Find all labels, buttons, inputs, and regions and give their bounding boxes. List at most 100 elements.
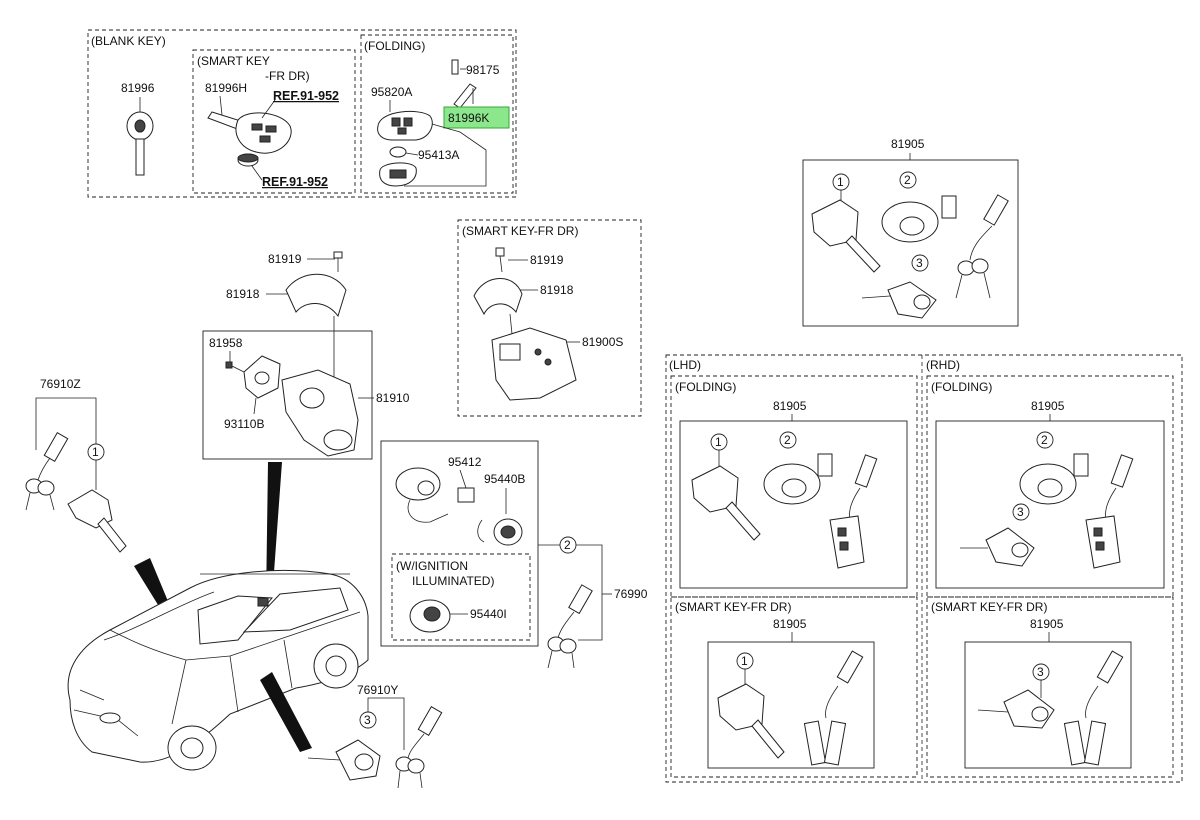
w-ignition-label-2: ILLUMINATED) — [412, 574, 494, 588]
ignition-switch-icon-lhd-fold — [763, 453, 833, 505]
callout-2-lhd-fold[interactable]: 2 — [784, 433, 791, 447]
callout-3-mid[interactable]: 3 — [364, 713, 371, 727]
key-pair-icon-76910Z — [25, 432, 69, 511]
81910-box — [202, 330, 373, 460]
pointer-arrow-76910Y — [260, 672, 312, 752]
smart-key-fr-dr-mid-label: (SMART KEY-FR DR) — [462, 224, 578, 238]
rhd-smart-label: (SMART KEY-FR DR) — [931, 600, 1047, 614]
part-label-76910Z[interactable]: 76910Z — [40, 377, 81, 391]
ignition-switch-icon-rhd-fold — [1019, 453, 1089, 505]
smart-key-fr-dr-mid-box — [457, 219, 642, 417]
blank-key-group-box — [87, 29, 517, 198]
lhd-folding-inner-box — [679, 420, 908, 589]
smart-key-fr-dr-label-2: -FR DR) — [265, 69, 310, 83]
lhd-smart-inner-box — [707, 641, 875, 769]
lhd-smart-box — [670, 596, 918, 778]
door-lock-cylinder-icon-top — [861, 281, 937, 319]
blank-key-group-label: (BLANK KEY) — [91, 34, 166, 48]
callout-1-top[interactable]: 1 — [837, 175, 844, 189]
rhd-smart-box — [926, 596, 1174, 778]
ignition-switch-icon-top — [881, 195, 957, 243]
pointer-arrow-81910 — [266, 462, 282, 602]
part-label-95440I[interactable]: 95440I — [470, 607, 507, 621]
part-label-81958[interactable]: 81958 — [209, 336, 243, 350]
81905-top-box — [802, 159, 1019, 327]
rhd-label: (RHD) — [926, 358, 960, 372]
illuminated-bezel-icon — [409, 599, 451, 633]
shroud-cover-icon-a — [285, 273, 347, 318]
95412-box — [380, 440, 539, 647]
callout-2-top[interactable]: 2 — [904, 173, 911, 187]
battery-icon-95413A — [389, 146, 407, 158]
smart-key-fr-dr-box — [192, 49, 356, 194]
folding-key-icon-lhd — [829, 454, 878, 569]
ignition-cylinder-icon-lhd-smart — [717, 683, 785, 759]
part-label-81905-lhd-fold[interactable]: 81905 — [773, 399, 807, 413]
key-pair-icon-76990 — [547, 584, 593, 669]
part-label-93110B[interactable]: 93110B — [224, 417, 264, 431]
callout-3-top[interactable]: 3 — [916, 256, 923, 270]
ignition-cylinder-icon-lhd-fold — [691, 465, 761, 541]
smart-key-fr-dr-label-1: (SMART KEY — [197, 54, 270, 68]
part-label-95820A[interactable]: 95820A — [371, 85, 412, 99]
rhd-folding-inner-box — [935, 420, 1165, 589]
part-label-81900S[interactable]: 81900S — [582, 335, 623, 349]
part-label-76990[interactable]: 76990 — [614, 587, 648, 601]
screw-icon-a — [333, 251, 343, 272]
ignition-cylinder-icon-top — [811, 199, 881, 273]
part-label-81919-b[interactable]: 81919 — [530, 253, 564, 267]
callout-2-mid[interactable]: 2 — [564, 538, 571, 552]
part-label-81905-rhd-fold[interactable]: 81905 — [1031, 399, 1065, 413]
illumination-ring-icon — [477, 518, 523, 546]
part-label-95412[interactable]: 95412 — [448, 455, 482, 469]
callout-2-rhd-fold[interactable]: 2 — [1041, 433, 1048, 447]
smart-key-fob-icon — [207, 111, 292, 154]
part-label-81918-b[interactable]: 81918 — [540, 283, 574, 297]
ref-label-2[interactable]: REF.91-952 — [262, 175, 328, 189]
small-screw-icon — [225, 361, 245, 373]
part-label-81996[interactable]: 81996 — [121, 81, 155, 95]
part-label-81905-lhd-smart[interactable]: 81905 — [773, 617, 807, 631]
lhd-smart-label: (SMART KEY-FR DR) — [675, 600, 791, 614]
w-ignition-label-1: (W/IGNITION — [396, 559, 468, 573]
part-label-81918-a[interactable]: 81918 — [226, 287, 260, 301]
callout-1-lhd-fold[interactable]: 1 — [715, 435, 722, 449]
folding-top-label: (FOLDING) — [364, 39, 425, 53]
part-label-81996K[interactable]: 81996K — [448, 111, 489, 125]
part-label-95440B[interactable]: 95440B — [484, 472, 525, 486]
screw-icon-b — [495, 247, 505, 273]
callout-3-rhd-fold[interactable]: 3 — [1017, 505, 1024, 519]
coin-battery-icon — [237, 153, 259, 167]
part-label-95413A[interactable]: 95413A — [418, 148, 459, 162]
rhd-folding-label: (FOLDING) — [931, 380, 992, 394]
callout-1-left[interactable]: 1 — [92, 445, 99, 459]
folding-top-box — [360, 34, 514, 194]
door-cylinder-icon-rhd-fold — [960, 527, 1035, 567]
immobilizer-antenna-icon — [243, 355, 281, 399]
blank-key-icon — [126, 111, 154, 176]
part-label-81905-rhd-smart[interactable]: 81905 — [1030, 617, 1064, 631]
highlighted-part-81996K[interactable] — [443, 106, 510, 129]
smart-key-pair-icon-rhd — [1063, 650, 1124, 766]
part-label-76910Y[interactable]: 76910Y — [357, 683, 398, 697]
callout-3-rhd-smart[interactable]: 3 — [1037, 665, 1044, 679]
lhd-rhd-outer-box — [665, 354, 1183, 783]
part-label-81905-top[interactable]: 81905 — [891, 137, 925, 151]
lhd-folding-label: (FOLDING) — [675, 380, 736, 394]
door-cylinder-icon-76910Z — [67, 489, 127, 553]
ref-label-1[interactable]: REF.91-952 — [273, 89, 339, 103]
folding-key-fob-icon — [377, 110, 433, 141]
smart-key-lock-body-icon — [491, 327, 577, 401]
part-label-81919-a[interactable]: 81919 — [268, 252, 302, 266]
part-label-81910[interactable]: 81910 — [376, 391, 410, 405]
door-cylinder-icon-76910Y — [307, 739, 381, 781]
lhd-label: (LHD) — [669, 358, 701, 372]
steering-lock-body-icon — [281, 369, 359, 457]
callout-1-lhd-smart[interactable]: 1 — [741, 654, 748, 668]
part-label-81996H[interactable]: 81996H — [205, 81, 247, 95]
car-illustration — [67, 569, 369, 771]
part-label-98175[interactable]: 98175 — [466, 63, 500, 77]
key-pair-icon-76910Y — [395, 706, 443, 789]
smart-key-pair-icon-lhd — [803, 650, 864, 766]
